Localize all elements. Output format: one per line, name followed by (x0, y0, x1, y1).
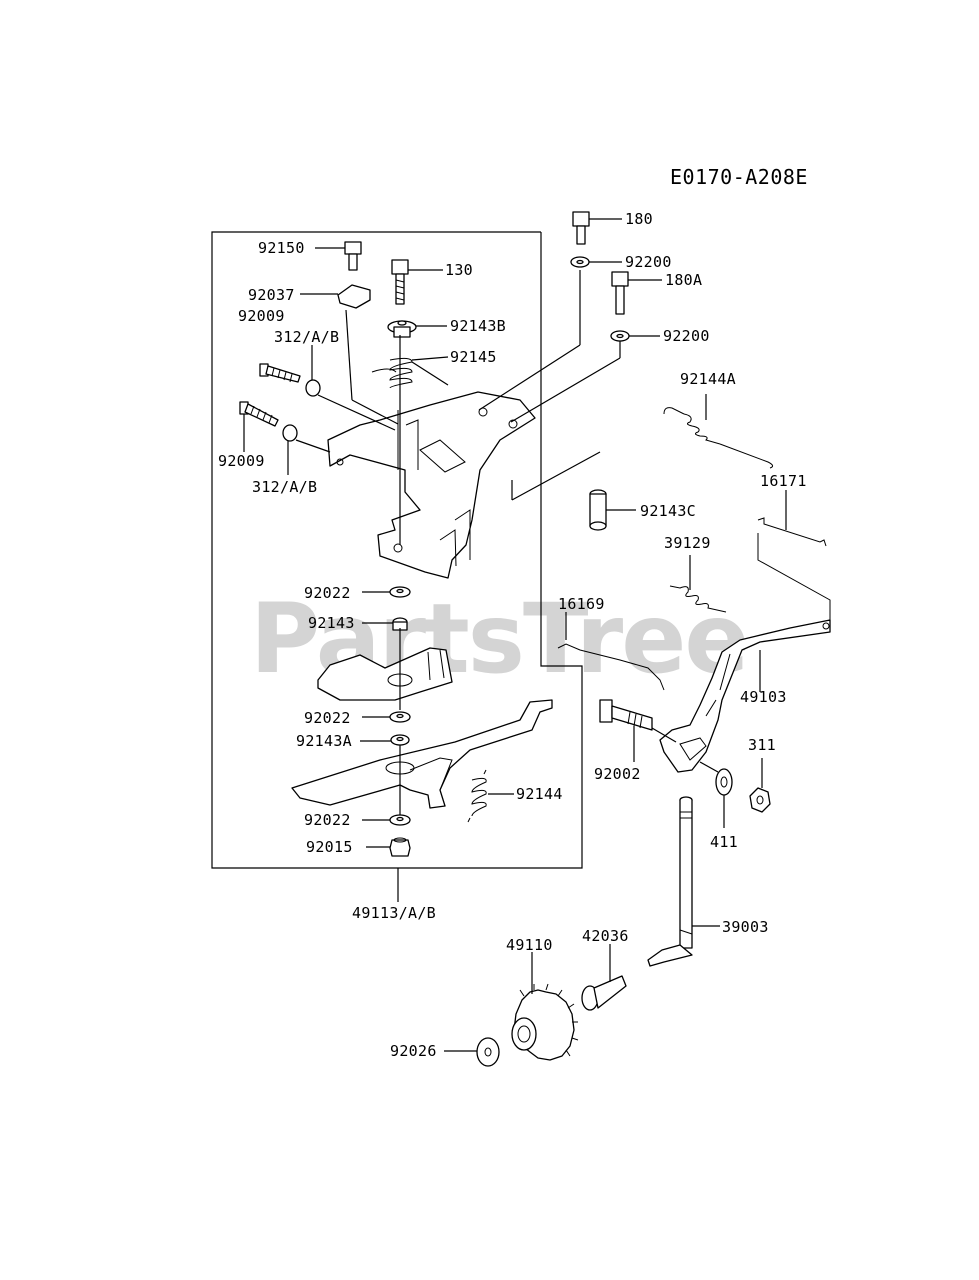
part-lever-plate[interactable] (317, 628, 453, 710)
part-92022-washer-a[interactable] (362, 586, 411, 598)
part-92002-bolt[interactable] (599, 699, 719, 773)
part-92015-nut[interactable] (366, 837, 411, 857)
label-180a: 180A (665, 271, 702, 289)
part-311-nut[interactable] (749, 758, 771, 813)
label-411: 411 (710, 833, 738, 851)
part-180-bolt[interactable] (572, 211, 622, 245)
part-92200-washer-a[interactable] (570, 256, 622, 268)
label-180: 180 (625, 210, 653, 228)
label-92200-a: 92200 (625, 253, 672, 271)
label-39129: 39129 (664, 534, 711, 552)
label-49113: 49113/A/B (352, 904, 436, 922)
part-92009-screw-lower[interactable] (239, 401, 279, 452)
label-92144a: 92144A (680, 370, 736, 388)
label-16171: 16171 (760, 472, 807, 490)
label-92145: 92145 (450, 348, 497, 366)
part-governor-lever[interactable] (291, 699, 553, 815)
label-16169: 16169 (558, 595, 605, 613)
label-92143a: 92143A (296, 732, 352, 750)
label-92200-b: 92200 (663, 327, 710, 345)
label-92002: 92002 (594, 765, 641, 783)
label-49110: 49110 (506, 936, 553, 954)
part-control-bracket[interactable] (295, 270, 621, 579)
label-92015: 92015 (306, 838, 353, 856)
part-42036-pin[interactable] (581, 944, 627, 1011)
part-92145-spring[interactable] (371, 356, 449, 389)
label-49103: 49103 (740, 688, 787, 706)
label-92009-upper: 92009 (238, 307, 285, 325)
part-312-nut-lower[interactable] (282, 424, 298, 475)
part-92037-clamp[interactable] (300, 284, 371, 309)
part-92200-washer-b[interactable] (610, 330, 660, 342)
part-16169-link[interactable] (557, 612, 665, 691)
part-92009-screw-top[interactable] (259, 363, 301, 383)
part-92144-spring[interactable] (467, 769, 514, 823)
label-312-lower: 312/A/B (252, 478, 317, 496)
label-92026: 92026 (390, 1042, 437, 1060)
part-39003-shaft[interactable] (647, 796, 720, 967)
label-39003: 39003 (722, 918, 769, 936)
label-92009-lower: 92009 (218, 452, 265, 470)
part-92150-bolt[interactable] (315, 241, 362, 271)
assembly-frame (211, 231, 583, 869)
part-92143a-washer[interactable] (360, 734, 410, 746)
label-92143c: 92143C (640, 502, 696, 520)
part-16171-rod[interactable] (757, 490, 831, 630)
part-180a-bolt[interactable] (611, 271, 662, 315)
label-92022-a: 92022 (304, 584, 351, 602)
part-92022-washer-b[interactable] (362, 711, 411, 723)
part-92143c-collar[interactable] (589, 489, 636, 531)
part-411-washer[interactable] (715, 768, 733, 828)
label-92143: 92143 (308, 614, 355, 632)
label-92144: 92144 (516, 785, 563, 803)
part-130-bolt[interactable] (391, 259, 443, 305)
label-92022-b: 92022 (304, 709, 351, 727)
part-39129-spring[interactable] (669, 555, 727, 613)
label-42036: 42036 (582, 927, 629, 945)
label-312-upper: 312/A/B (274, 328, 339, 346)
part-49110-gear[interactable] (511, 952, 579, 1061)
part-92026-washer[interactable] (444, 1037, 500, 1067)
label-311: 311 (748, 736, 776, 754)
label-130: 130 (445, 261, 473, 279)
part-312-nut-top[interactable] (305, 345, 321, 397)
part-92144a-spring[interactable] (663, 394, 774, 469)
label-92150: 92150 (258, 239, 305, 257)
label-92143b: 92143B (450, 317, 506, 335)
part-92143b-bushing[interactable] (387, 320, 447, 338)
label-92037: 92037 (248, 286, 295, 304)
label-92022-c: 92022 (304, 811, 351, 829)
part-92022-washer-c[interactable] (362, 814, 411, 826)
diagram-code: E0170-A208E (670, 165, 808, 189)
part-49103-lever[interactable] (659, 619, 831, 773)
